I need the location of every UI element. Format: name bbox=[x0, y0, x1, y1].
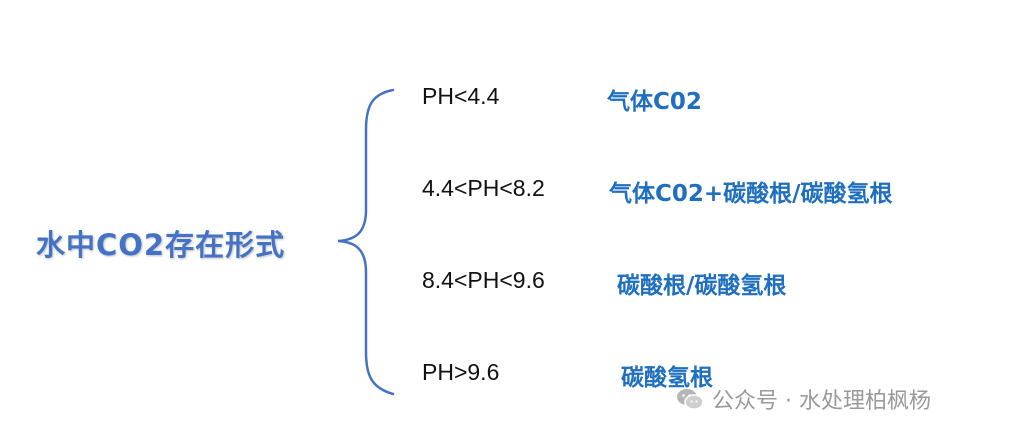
ph-range-2: 4.4<PH<8.2 bbox=[422, 175, 545, 201]
wechat-icon bbox=[677, 389, 704, 410]
watermark-text: 公众号 · 水处理柏枫杨 bbox=[712, 389, 931, 414]
ph-range-1: PH<4.4 bbox=[422, 83, 500, 109]
watermark: 公众号 · 水处理柏枫杨 bbox=[676, 383, 931, 415]
ph-range-3: 8.4<PH<9.6 bbox=[422, 267, 545, 293]
diagram-title: 水中CO2存在形式 bbox=[36, 228, 286, 262]
ph-range-4: PH>9.6 bbox=[422, 359, 500, 385]
co2-form-3: 碳酸根/碳酸氢根 bbox=[617, 273, 787, 299]
co2-form-1: 气体C02 bbox=[607, 89, 702, 115]
co2-form-4: 碳酸氢根 bbox=[621, 365, 713, 391]
co2-form-2: 气体C02+碳酸根/碳酸氢根 bbox=[609, 181, 893, 207]
